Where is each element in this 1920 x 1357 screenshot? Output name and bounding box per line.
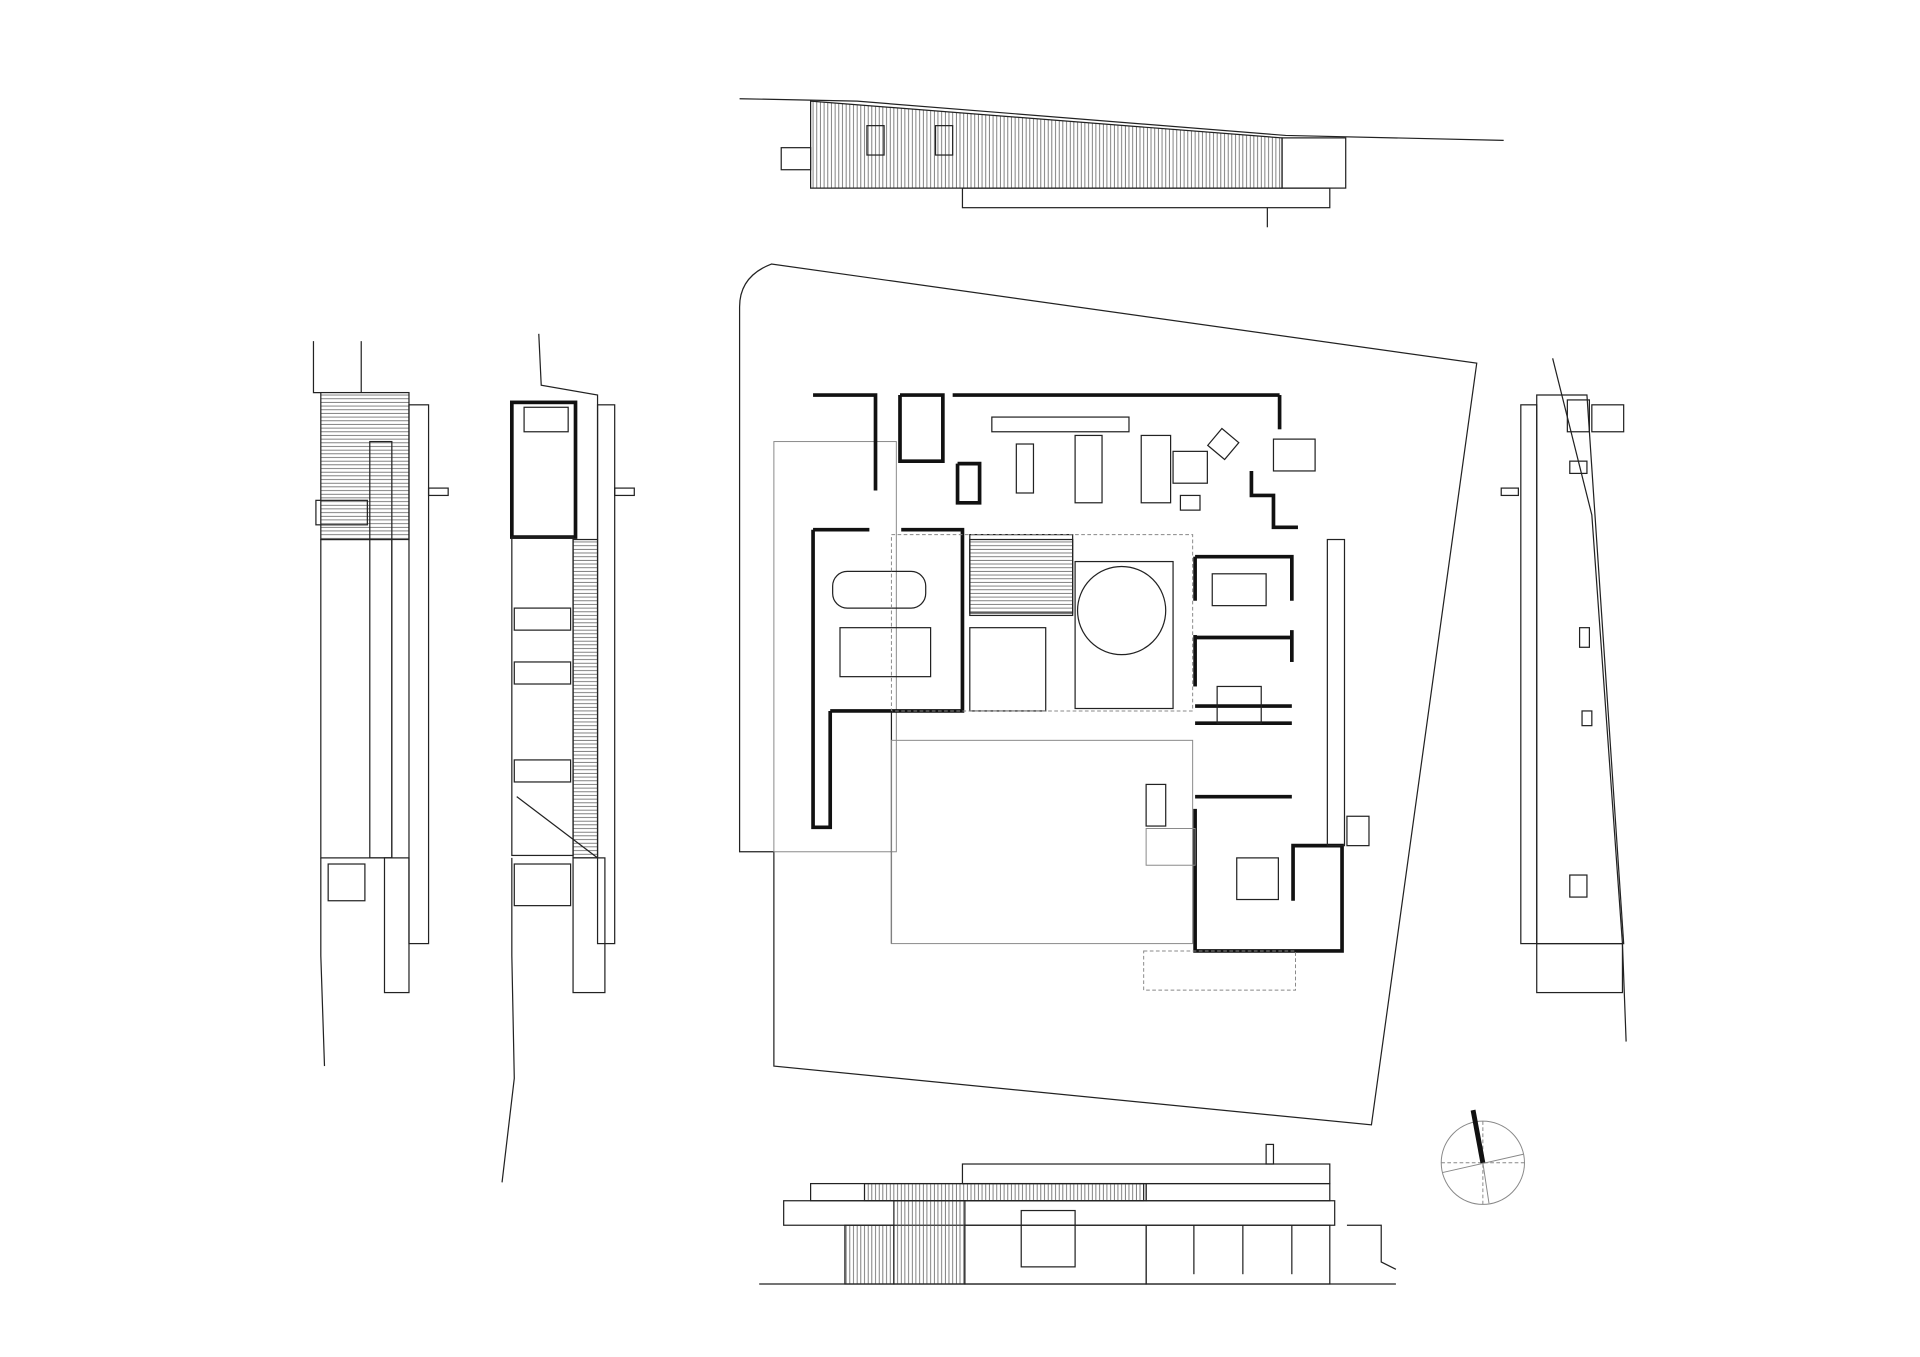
west-section [312, 341, 449, 1067]
north-elevation [739, 98, 1504, 228]
south-elevation [759, 1143, 1397, 1285]
west-elevation [501, 333, 635, 1183]
ground-floor-plan [738, 263, 1478, 1126]
east-elevation [1500, 358, 1627, 1042]
north-arrow-icon [1440, 1109, 1525, 1205]
